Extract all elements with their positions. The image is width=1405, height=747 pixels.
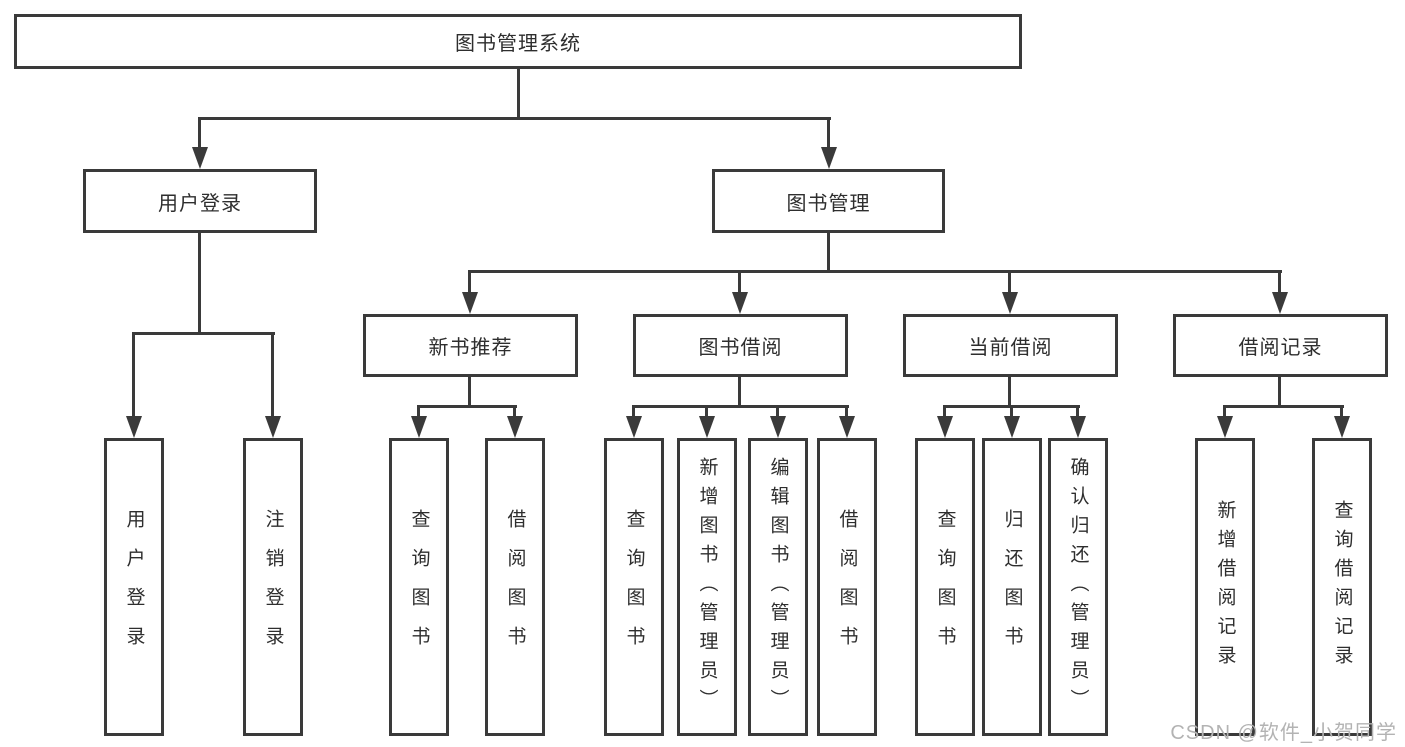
connector-g3-drop-3 — [776, 405, 779, 418]
connector-g4-drop-1 — [943, 405, 946, 418]
leaf-label: 归还图书 — [1001, 509, 1023, 665]
node-label: 新书推荐 — [428, 337, 513, 359]
connector-book-management-rail — [469, 270, 1282, 273]
connector-user-login-stem — [198, 233, 201, 333]
node-label: 图书管理 — [786, 192, 871, 215]
leaf-edit-book-admin: 编辑图书（管理员） — [748, 438, 808, 736]
arrowhead-leaf-user-login — [126, 416, 142, 438]
leaf-add-borrow-record: 新增借阅记录 — [1195, 438, 1255, 736]
leaf-label: 查询借阅记录 — [1331, 500, 1353, 674]
arrowhead-g4-leaf-1 — [937, 416, 953, 438]
leaf-label: 新增图书（管理员） — [696, 456, 718, 718]
arrowhead-current-borrow — [1002, 292, 1018, 314]
connector-drop-borrow-records — [1278, 270, 1281, 294]
leaf-user-login: 用户登录 — [104, 438, 164, 736]
arrowhead-g5-leaf-1 — [1217, 416, 1233, 438]
leaf-query-books-recommend: 查询图书 — [389, 438, 449, 736]
connector-g3-stem — [738, 376, 741, 406]
connector-drop-new-book-recommend — [468, 270, 471, 294]
arrowhead-g4-leaf-2 — [1004, 416, 1020, 438]
node-label: 当前借阅 — [968, 337, 1053, 359]
leaf-label: 借阅图书 — [504, 509, 526, 665]
connector-g2-rail — [417, 405, 517, 408]
leaf-add-book-admin: 新增图书（管理员） — [677, 438, 737, 736]
leaf-label: 确认归还（管理员） — [1067, 456, 1089, 718]
connector-drop-leaf-logout — [271, 332, 274, 418]
leaf-label: 注销登录 — [262, 509, 284, 665]
connector-g5-drop-1 — [1223, 405, 1226, 418]
leaf-label: 编辑图书（管理员） — [767, 456, 789, 718]
connector-g3-drop-1 — [632, 405, 635, 418]
leaf-logout: 注销登录 — [243, 438, 303, 736]
connector-root-rail — [198, 117, 831, 120]
node-book-borrow: 图书借阅 — [633, 314, 848, 377]
arrowhead-book-borrow — [732, 292, 748, 314]
leaf-confirm-return-admin: 确认归还（管理员） — [1048, 438, 1108, 736]
connector-g2-drop-1 — [417, 405, 420, 418]
node-label: 用户登录 — [158, 192, 242, 215]
leaf-label: 查询图书 — [934, 509, 956, 665]
leaf-label: 用户登录 — [123, 509, 145, 665]
connector-g4-stem — [1008, 376, 1011, 406]
connector-g2-stem — [468, 376, 471, 406]
connector-user-login-rail — [132, 332, 275, 335]
leaf-borrow-books-recommend: 借阅图书 — [485, 438, 545, 736]
connector-book-management-stem — [827, 232, 830, 271]
arrowhead-new-book-recommend — [462, 292, 478, 314]
leaf-query-books-current: 查询图书 — [915, 438, 975, 736]
node-user-login: 用户登录 — [83, 169, 317, 233]
csdn-watermark: CSDN @软件_小贺同学 — [1170, 722, 1397, 744]
connector-g4-drop-2 — [1010, 405, 1013, 418]
node-current-borrow: 当前借阅 — [903, 314, 1118, 377]
connector-root-stem — [517, 69, 520, 118]
arrowhead-borrow-records — [1272, 292, 1288, 314]
arrowhead-g3-leaf-2 — [699, 416, 715, 438]
leaf-query-books-borrow: 查询图书 — [604, 438, 664, 736]
arrowhead-g3-leaf-1 — [626, 416, 642, 438]
connector-drop-book-borrow — [738, 270, 741, 294]
node-library-management-system: 图书管理系统 — [14, 14, 1022, 69]
connector-g3-rail — [632, 405, 849, 408]
connector-g5-stem — [1278, 376, 1281, 406]
node-label: 图书管理系统 — [455, 33, 581, 55]
node-new-book-recommend: 新书推荐 — [363, 314, 578, 377]
arrowhead-g4-leaf-3 — [1070, 416, 1086, 438]
connector-drop-leaf-user-login — [132, 332, 135, 418]
arrowhead-user-login — [192, 147, 208, 169]
leaf-query-borrow-record: 查询借阅记录 — [1312, 438, 1372, 736]
leaf-return-book: 归还图书 — [982, 438, 1042, 736]
leaf-label: 查询图书 — [408, 509, 430, 665]
connector-drop-user-login — [198, 117, 201, 149]
arrowhead-g2-leaf-2 — [507, 416, 523, 438]
arrowhead-g5-leaf-2 — [1334, 416, 1350, 438]
leaf-borrow-books: 借阅图书 — [817, 438, 877, 736]
connector-g2-drop-2 — [513, 405, 516, 418]
connector-g3-drop-4 — [845, 405, 848, 418]
connector-g4-drop-3 — [1076, 405, 1079, 418]
arrowhead-g3-leaf-3 — [770, 416, 786, 438]
connector-drop-book-management — [827, 117, 830, 149]
arrowhead-book-management — [821, 147, 837, 169]
connector-drop-current-borrow — [1008, 270, 1011, 294]
arrowhead-g3-leaf-4 — [839, 416, 855, 438]
leaf-label: 借阅图书 — [836, 509, 858, 665]
node-label: 借阅记录 — [1238, 337, 1323, 359]
leaf-label: 新增借阅记录 — [1214, 500, 1236, 674]
connector-g5-drop-2 — [1340, 405, 1343, 418]
node-label: 图书借阅 — [698, 337, 783, 359]
connector-g3-drop-2 — [705, 405, 708, 418]
node-borrow-records: 借阅记录 — [1173, 314, 1388, 377]
connector-g5-rail — [1223, 405, 1344, 408]
leaf-label: 查询图书 — [623, 509, 645, 665]
arrowhead-g2-leaf-1 — [411, 416, 427, 438]
node-book-management: 图书管理 — [712, 169, 945, 233]
arrowhead-leaf-logout — [265, 416, 281, 438]
